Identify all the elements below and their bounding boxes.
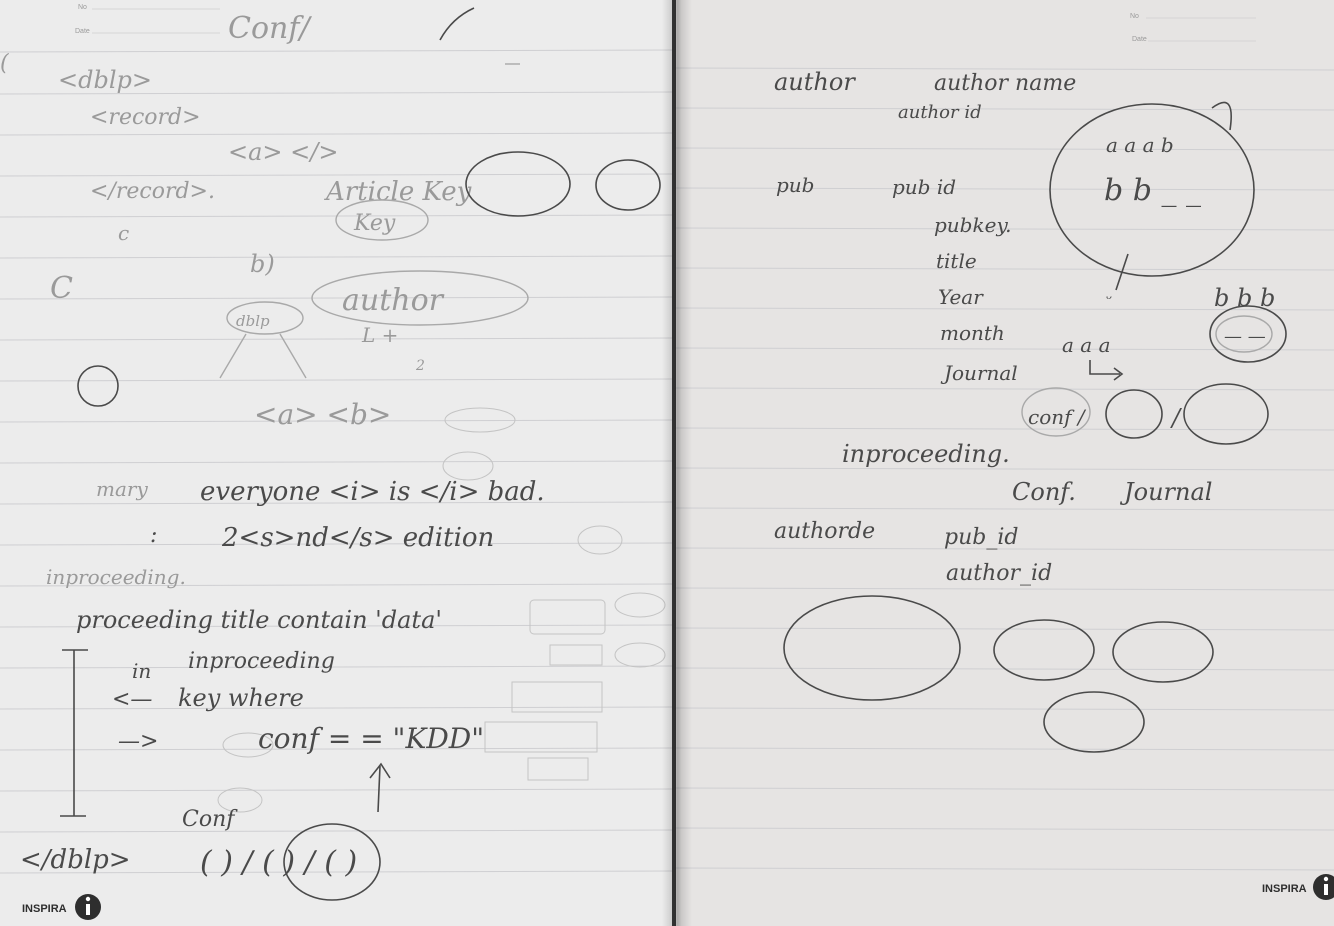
pen-stroke xyxy=(439,7,475,41)
bb-dashes: b b _ _ xyxy=(1104,173,1201,208)
no-label: No xyxy=(78,4,87,11)
inproceeding-label: inproceeding xyxy=(188,649,335,674)
conf-kdd: conf = = "KDD" xyxy=(258,722,484,755)
pub-id: pub id xyxy=(892,175,956,199)
brand-name: INSPIRA xyxy=(22,903,67,915)
slash: / xyxy=(1170,404,1183,432)
inproceeding-heading: inproceeding. xyxy=(842,440,1010,468)
key-label: Key xyxy=(353,211,396,236)
left-page-drawing: No Date Conf/ ( < xyxy=(0,4,672,920)
c-two: C xyxy=(50,271,73,306)
tree-branches xyxy=(219,333,307,379)
dblp-close: </dblp> xyxy=(20,845,131,875)
big-circle xyxy=(1049,103,1255,277)
parens-group: ( ) / ( ) / ( ) xyxy=(200,845,357,880)
circle-three xyxy=(1183,383,1269,445)
empty-circle xyxy=(595,159,661,211)
record-open: <record> xyxy=(90,105,201,130)
left-page: No Date Conf/ ( < xyxy=(0,0,672,926)
info-circle-icon xyxy=(75,894,101,920)
info-circle-icon xyxy=(1313,874,1334,900)
conf-lower: Conf xyxy=(182,807,238,832)
dashes-circle xyxy=(1209,305,1287,363)
key-ellipse xyxy=(335,199,429,241)
bbb-label: b b b xyxy=(1214,284,1275,312)
right-page: No Date author author name author id a a… xyxy=(676,0,1334,926)
article-key: Article Key xyxy=(324,177,472,207)
c-one: c xyxy=(118,221,129,245)
date-label: Date xyxy=(75,28,90,35)
svg-text:(: ( xyxy=(0,51,9,76)
brand-name-right: INSPIRA xyxy=(1262,883,1307,895)
pub-heading: pub xyxy=(776,173,815,197)
bracket xyxy=(60,649,88,817)
author-id-field: author_id xyxy=(946,561,1052,586)
author-ellipse xyxy=(311,270,529,326)
key-circle xyxy=(465,151,571,217)
arrow-left: <— xyxy=(112,687,152,712)
author-label: author xyxy=(342,283,445,318)
corner-arrow xyxy=(1089,360,1124,381)
author-heading: author xyxy=(774,68,856,96)
ruled-lines xyxy=(0,49,672,874)
conf-label: Conf. xyxy=(1012,478,1076,506)
title-field: title xyxy=(936,249,977,273)
notebook-gutter xyxy=(662,0,692,926)
conf-circle xyxy=(1021,387,1091,437)
pub-id-field: pub_id xyxy=(944,525,1018,550)
colon: : xyxy=(150,523,157,548)
arrow-right: —> xyxy=(118,729,158,754)
mary-label: mary xyxy=(96,477,148,501)
empty-ellipse-four xyxy=(1043,691,1145,753)
aaa-b: a a a b xyxy=(1106,133,1174,157)
b-label: b) xyxy=(250,250,275,278)
parens-circle xyxy=(283,823,381,901)
small-circle xyxy=(77,365,119,407)
date-label-right: Date xyxy=(1132,36,1147,43)
inproceeding-note: inproceeding. xyxy=(46,565,186,589)
dblp-node: dblp xyxy=(236,312,270,330)
conf-slash: conf / xyxy=(1028,405,1087,429)
dblp-open: <dblp> xyxy=(58,66,152,94)
a-tags: <a> </> xyxy=(228,138,338,166)
svg-text:ᵕ: ᵕ xyxy=(1106,289,1112,308)
no-label-right: No xyxy=(1130,13,1139,20)
pubkey: pubkey. xyxy=(934,213,1011,237)
proceeding-title: proceeding title contain 'data' xyxy=(76,606,442,634)
aaa-label: a a a xyxy=(1062,333,1111,357)
second-edition: 2<s>nd</s> edition xyxy=(221,523,494,553)
dblp-node-ellipse xyxy=(226,301,304,335)
ghost-boxes xyxy=(217,407,666,813)
dashes-label: — — xyxy=(1224,326,1266,347)
right-page-drawing: No Date author author name author id a a… xyxy=(676,13,1334,900)
month-field: month xyxy=(940,321,1005,345)
authorder-heading: authorde xyxy=(774,519,875,544)
journal-field: Journal xyxy=(940,361,1018,385)
author-name: author name xyxy=(934,71,1076,96)
title-conf: Conf/ xyxy=(228,11,312,46)
everyone-sentence: everyone <i> is </i> bad. xyxy=(200,477,545,507)
empty-ellipse-two xyxy=(993,619,1095,681)
up-arrow xyxy=(369,762,391,813)
ab-tags: <a> <b> xyxy=(254,398,391,431)
ruled-lines xyxy=(676,67,1334,871)
two-label: 2 xyxy=(415,358,425,374)
author-id: author id xyxy=(898,102,982,123)
journal-label: Journal xyxy=(1119,478,1212,506)
in-label: in xyxy=(132,659,151,683)
circle-two xyxy=(1105,389,1163,439)
key-where: key where xyxy=(178,684,304,712)
empty-ellipse-one xyxy=(783,595,961,701)
record-close: </record>. xyxy=(90,179,215,204)
year-field: Year xyxy=(938,285,984,309)
empty-ellipse-three xyxy=(1112,621,1214,683)
l-plus: L + xyxy=(361,323,398,347)
